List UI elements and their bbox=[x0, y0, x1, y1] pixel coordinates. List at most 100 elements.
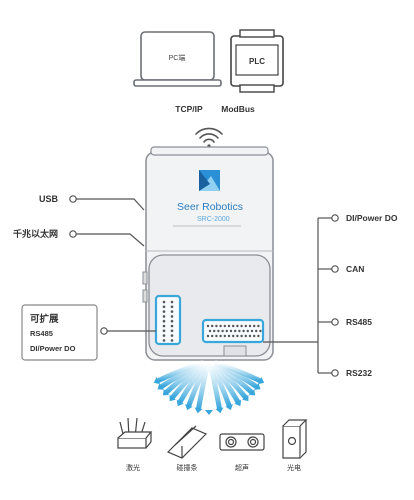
ultrasonic-sensor-icon bbox=[219, 433, 265, 451]
sensor-label-laser: 激光 bbox=[126, 463, 140, 472]
connector-pin bbox=[253, 324, 256, 328]
usb-port-dot bbox=[69, 195, 77, 203]
signal-ray-arrowhead bbox=[194, 407, 203, 414]
connector-pin bbox=[236, 334, 239, 338]
signal-ray-arrowhead bbox=[153, 377, 160, 385]
ethernet-port-dot bbox=[69, 230, 77, 238]
connector-pin bbox=[162, 315, 166, 318]
signal-ray-arrowhead bbox=[248, 389, 256, 396]
connector-pin bbox=[170, 324, 174, 328]
connector-pin bbox=[229, 329, 233, 333]
ethernet-label: 千兆以太网 bbox=[13, 228, 58, 239]
connector-pin bbox=[244, 324, 247, 328]
right-port-dot bbox=[331, 369, 339, 377]
connector-pin bbox=[206, 334, 210, 338]
connector-pin bbox=[215, 334, 218, 338]
connector-pin bbox=[162, 324, 166, 328]
connector-pin bbox=[211, 324, 214, 328]
signal-ray bbox=[213, 360, 263, 384]
right-port-dot bbox=[331, 214, 339, 222]
sensor-signal-rays bbox=[153, 360, 265, 415]
connector-pin bbox=[240, 334, 243, 338]
connector-pin bbox=[219, 324, 222, 328]
connector-pin bbox=[255, 329, 258, 333]
signal-ray-arrowhead bbox=[169, 394, 176, 402]
connector-pin bbox=[162, 300, 166, 304]
connector-pin bbox=[170, 315, 174, 318]
laser-sensor-icon bbox=[117, 417, 153, 449]
wireless-icon bbox=[195, 127, 223, 148]
modbus-label: ModBus bbox=[221, 104, 255, 114]
connector-pin bbox=[232, 324, 235, 328]
connector-pin bbox=[217, 329, 220, 333]
connector-pin bbox=[257, 324, 260, 328]
connector-pin bbox=[242, 329, 245, 333]
signal-ray-arrowhead bbox=[205, 410, 213, 415]
connector-pin bbox=[248, 324, 252, 328]
connector-pin bbox=[227, 324, 231, 328]
connector-pin bbox=[236, 324, 239, 328]
connector-pin bbox=[170, 339, 174, 342]
right-port-tree bbox=[263, 217, 332, 374]
signal-ray-arrowhead bbox=[162, 389, 170, 396]
connector-pin bbox=[221, 329, 224, 333]
signal-ray-arrowhead bbox=[242, 394, 249, 402]
expansion-line-2: DI/Power DO bbox=[30, 344, 76, 353]
connector-pin bbox=[225, 329, 228, 333]
connector-pin bbox=[170, 310, 174, 313]
signal-ray-arrowhead bbox=[234, 399, 242, 407]
signal-ray-arrowhead bbox=[258, 377, 265, 385]
connector-pin bbox=[240, 324, 243, 328]
connector-pin bbox=[162, 319, 166, 323]
tcp-ip-label: TCP/IP bbox=[175, 104, 203, 114]
signal-ray-arrowhead bbox=[157, 383, 164, 390]
expansion-box bbox=[21, 304, 98, 361]
expansion-connector bbox=[154, 294, 182, 346]
right-port-dot bbox=[331, 265, 339, 273]
signal-ray-arrowhead bbox=[254, 383, 261, 390]
connector-pin bbox=[246, 329, 249, 333]
connector-pin bbox=[253, 334, 256, 338]
plc-label: PLC bbox=[249, 57, 265, 66]
connector-pin bbox=[162, 334, 166, 337]
connector-pin bbox=[219, 334, 222, 338]
connector-pin bbox=[248, 334, 252, 338]
connector-pin bbox=[170, 319, 174, 323]
connector-pin bbox=[223, 334, 226, 338]
right-port-label: RS485 bbox=[346, 317, 372, 327]
connector-pin bbox=[170, 329, 174, 333]
connector-pin bbox=[234, 329, 237, 333]
connector-pin bbox=[162, 339, 166, 342]
pc-label: PC端 bbox=[169, 53, 186, 62]
sensor-label-bumper: 碰撞条 bbox=[177, 463, 198, 472]
signal-ray-arrowhead bbox=[176, 399, 184, 407]
seer-logo-icon bbox=[199, 170, 220, 191]
connector-pin bbox=[170, 300, 174, 304]
brand-name: Seer Robotics bbox=[177, 201, 243, 213]
expansion-title: 可扩展 bbox=[30, 313, 59, 325]
connector-pin bbox=[244, 334, 247, 338]
usb-label: USB bbox=[39, 194, 59, 204]
pc-laptop-icon bbox=[133, 31, 222, 87]
photoelectric-sensor-icon bbox=[282, 419, 308, 459]
right-port-label: RS232 bbox=[346, 368, 372, 378]
signal-ray-arrowhead bbox=[215, 407, 224, 414]
connector-pin bbox=[162, 310, 166, 313]
connector-pin bbox=[238, 329, 241, 333]
main-io-connector bbox=[201, 318, 265, 344]
ethernet-leader-line bbox=[76, 233, 145, 247]
signal-ray-arrowhead bbox=[185, 404, 193, 411]
connector-pin bbox=[223, 324, 226, 328]
connector-pin bbox=[162, 305, 166, 309]
connector-pin bbox=[170, 305, 174, 309]
connector-pin bbox=[227, 334, 231, 338]
connector-pin bbox=[257, 334, 260, 338]
connector-pin bbox=[211, 334, 214, 338]
right-port-dot bbox=[331, 318, 339, 326]
signal-ray-arrowhead bbox=[225, 404, 233, 411]
sensor-label-photoelectric: 光电 bbox=[287, 463, 301, 472]
usb-leader-line bbox=[76, 198, 145, 211]
right-port-label: DI/Power DO bbox=[346, 213, 398, 223]
connector-pin bbox=[170, 334, 174, 337]
